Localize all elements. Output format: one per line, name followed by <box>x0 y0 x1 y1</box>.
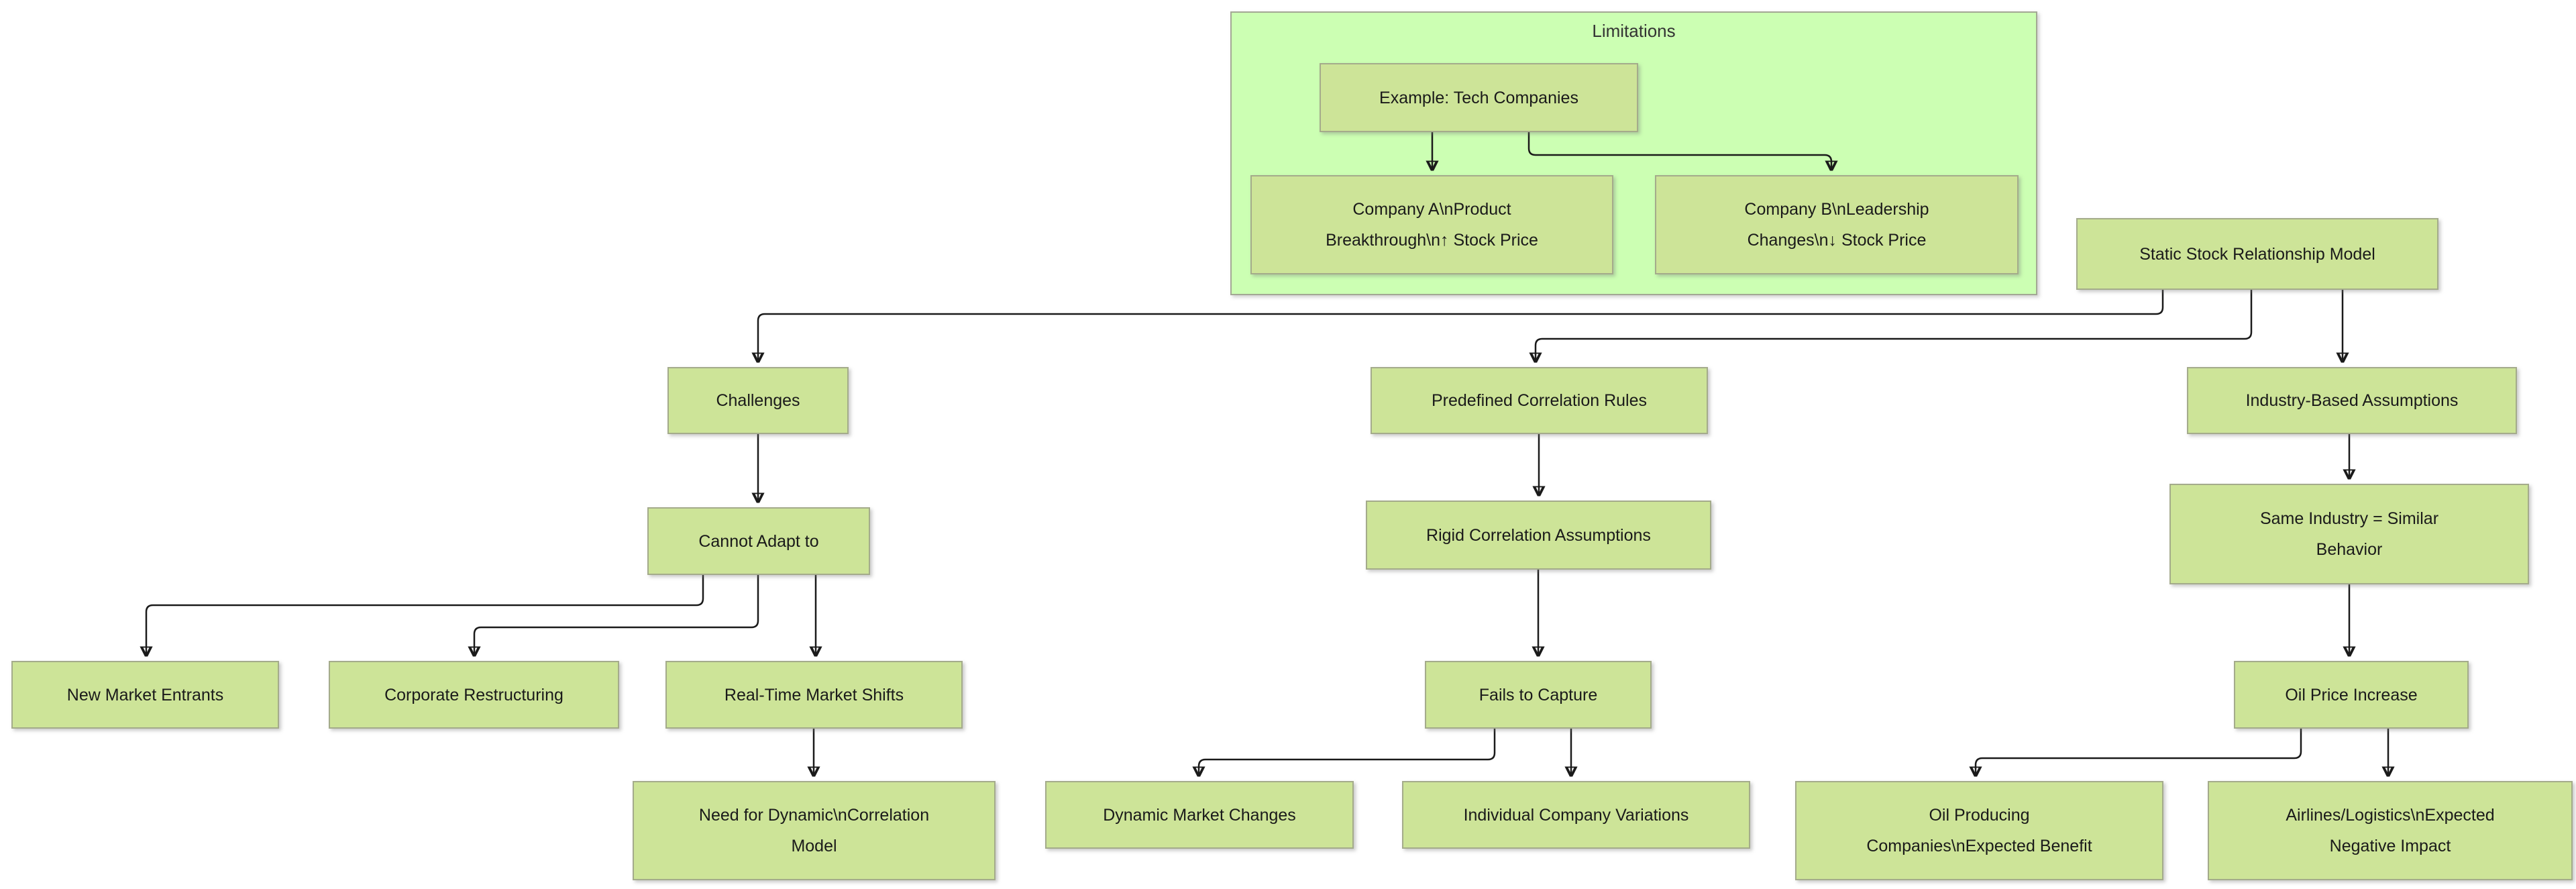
node-label: Corporate Restructuring <box>384 685 564 704</box>
node-label: Industry-Based Assumptions <box>2245 391 2459 410</box>
node-label: Airlines/Logistics\nExpected <box>2286 806 2495 825</box>
node-fails-to-capture: Fails to Capture <box>1425 661 1652 729</box>
node-label: Example: Tech Companies <box>1379 88 1578 107</box>
node-same-industry-similar-behavior: Same Industry = Similar Behavior <box>2169 484 2529 584</box>
node-example-tech-companies: Example: Tech Companies <box>1320 63 1638 132</box>
node-label: Fails to Capture <box>1479 685 1598 704</box>
node-corporate-restructuring: Corporate Restructuring <box>329 661 619 729</box>
node-label: Real-Time Market Shifts <box>724 685 904 704</box>
node-label: Model <box>791 837 837 855</box>
node-label: Predefined Correlation Rules <box>1431 391 1647 410</box>
edge-fails-to-dynamic-changes <box>1199 729 1496 776</box>
node-oil-price-increase: Oil Price Increase <box>2234 661 2469 729</box>
edge-oil-price-to-oil-producing <box>1976 729 2302 776</box>
node-label: New Market Entrants <box>66 685 224 704</box>
node-dynamic-market-changes: Dynamic Market Changes <box>1045 781 1354 849</box>
node-label: Changes\n↓ Stock Price <box>1747 231 1927 250</box>
node-individual-company-variations: Individual Company Variations <box>1402 781 1750 849</box>
node-label: Cannot Adapt to <box>698 531 819 551</box>
node-label: Individual Company Variations <box>1463 805 1689 825</box>
node-label: Need for Dynamic\nCorrelation <box>698 806 930 825</box>
node-label: Company B\nLeadership <box>1744 200 1929 219</box>
node-real-time-market-shifts: Real-Time Market Shifts <box>665 661 963 729</box>
node-oil-producing-companies: Oil Producing Companies\nExpected Benefi… <box>1795 781 2163 880</box>
node-label: Oil Producing <box>1929 806 2030 825</box>
node-static-stock-relationship-model: Static Stock Relationship Model <box>2076 218 2438 290</box>
node-label: Oil Price Increase <box>2285 685 2418 704</box>
cluster-limitations-label: Limitations <box>1592 21 1676 41</box>
node-label: Negative Impact <box>2329 837 2451 855</box>
node-industry-based-assumptions: Industry-Based Assumptions <box>2187 367 2517 434</box>
node-label: Breakthrough\n↑ Stock Price <box>1326 231 1538 250</box>
node-label: Behavior <box>2316 540 2383 559</box>
node-company-b: Company B\nLeadership Changes\n↓ Stock P… <box>1655 175 2019 274</box>
node-airlines-logistics: Airlines/Logistics\nExpected Negative Im… <box>2208 781 2573 880</box>
node-company-a: Company A\nProduct Breakthrough\n↑ Stock… <box>1250 175 1613 274</box>
node-new-market-entrants: New Market Entrants <box>11 661 279 729</box>
edge-cannot-adapt-to-corporate <box>474 575 759 656</box>
node-label: Static Stock Relationship Model <box>2139 244 2375 264</box>
node-rigid-correlation-assumptions: Rigid Correlation Assumptions <box>1366 501 1711 570</box>
node-label: Company A\nProduct <box>1352 200 1511 219</box>
edge-static-to-predefined <box>1536 290 2253 362</box>
node-label: Companies\nExpected Benefit <box>1866 837 2092 855</box>
node-label: Dynamic Market Changes <box>1103 805 1296 825</box>
node-predefined-correlation-rules: Predefined Correlation Rules <box>1371 367 1708 434</box>
node-label: Challenges <box>716 391 800 410</box>
node-label: Rigid Correlation Assumptions <box>1426 525 1651 545</box>
node-cannot-adapt-to: Cannot Adapt to <box>647 507 870 575</box>
node-need-for-dynamic-correlation-model: Need for Dynamic\nCorrelation Model <box>633 781 996 880</box>
edge-cannot-adapt-to-new-market <box>146 575 704 656</box>
node-label: Same Industry = Similar <box>2259 509 2439 528</box>
node-challenges: Challenges <box>667 367 849 434</box>
edge-static-to-challenges <box>758 290 2164 362</box>
edge-example-to-company-b <box>1527 132 1831 170</box>
